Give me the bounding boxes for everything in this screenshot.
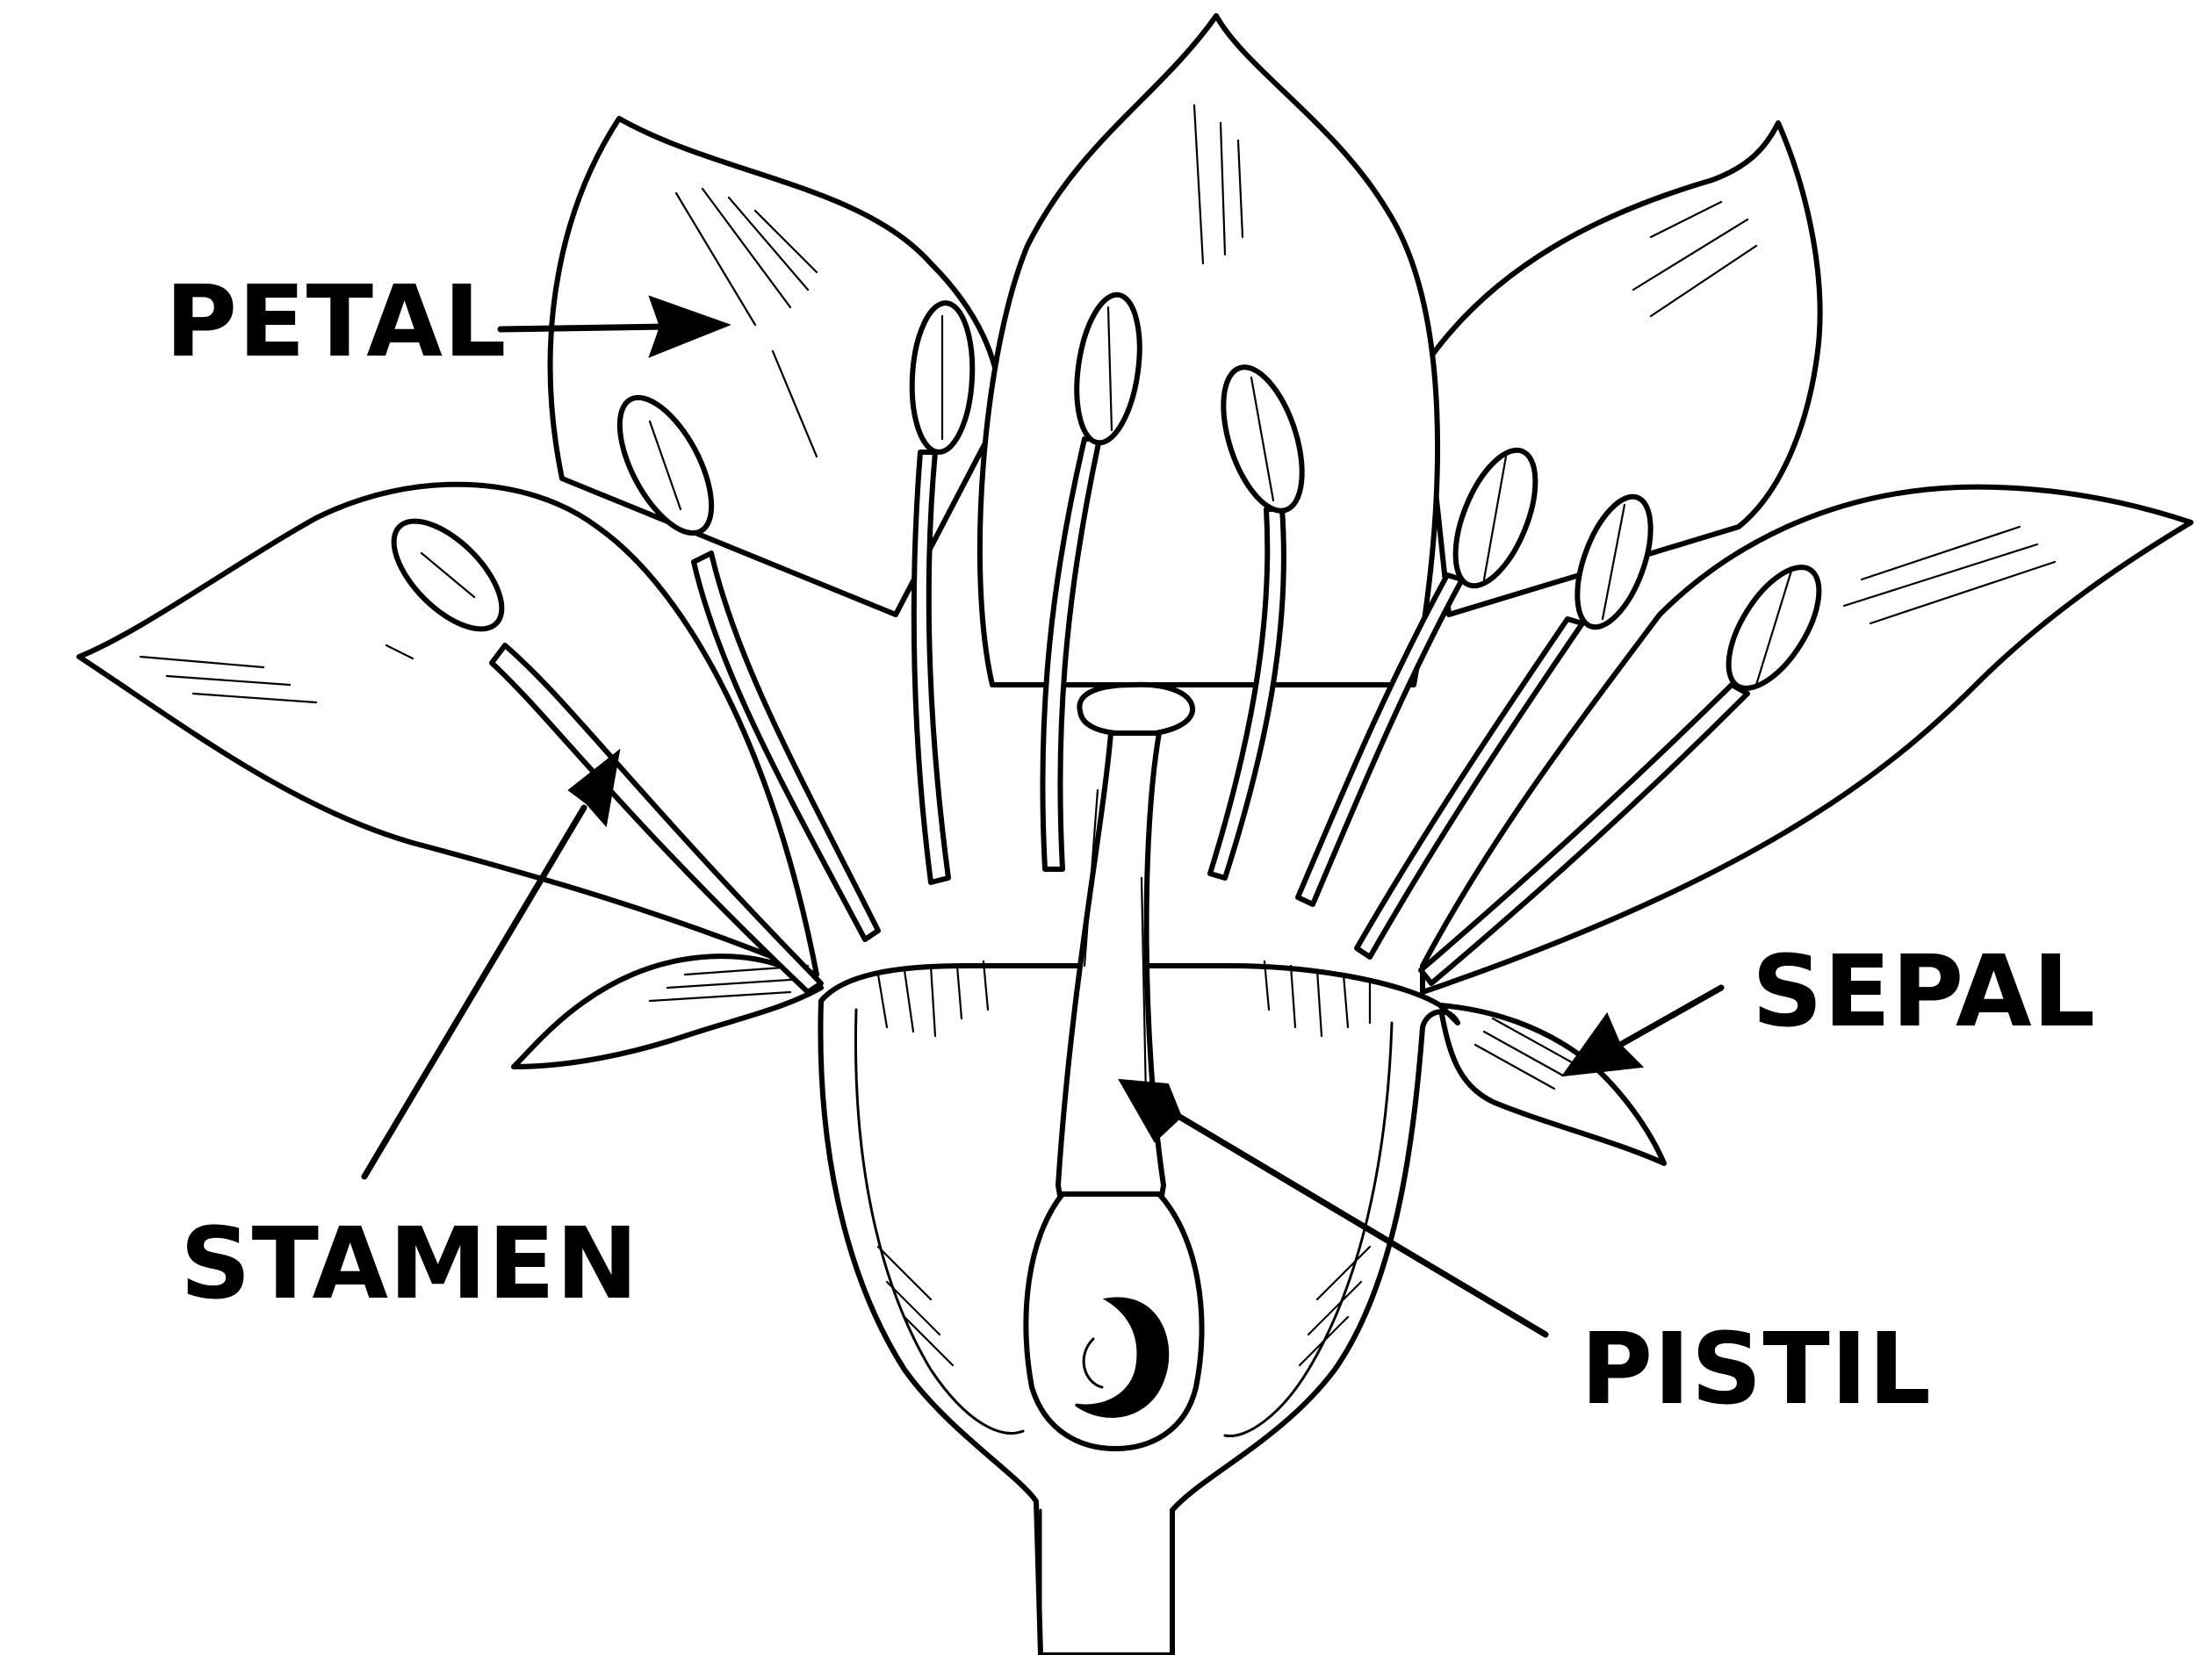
stamen-filament-2: [691, 550, 881, 942]
pistil-stigma: [1077, 681, 1196, 738]
receptacle-inner-wall: [854, 1008, 1025, 1435]
petal-streaks: [139, 104, 2057, 704]
receptacle-rim: [876, 960, 1372, 1367]
petal-center: [976, 13, 1440, 687]
flower-stalk: [1039, 1508, 1174, 1655]
label-stamen: STAMEN: [180, 1207, 639, 1321]
label-sepal: SEPAL: [1752, 935, 2096, 1049]
receptacle-inner-wall-right: [1223, 1021, 1394, 1438]
stamen-anther-4: [1074, 291, 1142, 446]
pistil-ovule: [1075, 1297, 1170, 1418]
petal-right: [1420, 484, 2194, 995]
stamen-filament-5: [1207, 507, 1286, 881]
stamen-filament-6: [1295, 572, 1465, 907]
stamen-pointer: [361, 748, 621, 1180]
stamen-filament-7: [1354, 616, 1585, 960]
sepal-pointer: [1560, 984, 1725, 1077]
label-petal: PETAL: [165, 265, 507, 379]
petal-left: [76, 481, 819, 977]
stamen-filament-4: [1040, 436, 1102, 872]
sepal-left: [511, 953, 824, 1069]
stamen-filament-1: [489, 643, 824, 995]
stamens: [391, 291, 1822, 995]
petal-pointer: [497, 295, 731, 358]
sepal-shading: [648, 964, 1574, 1090]
stamen-filament-8: [1418, 682, 1750, 986]
pistil-pointer: [1118, 1078, 1549, 1338]
label-pistil: PISTIL: [1581, 1313, 1932, 1427]
sepal-right: [1437, 1003, 1667, 1166]
stamen-filament-3: [911, 450, 951, 885]
